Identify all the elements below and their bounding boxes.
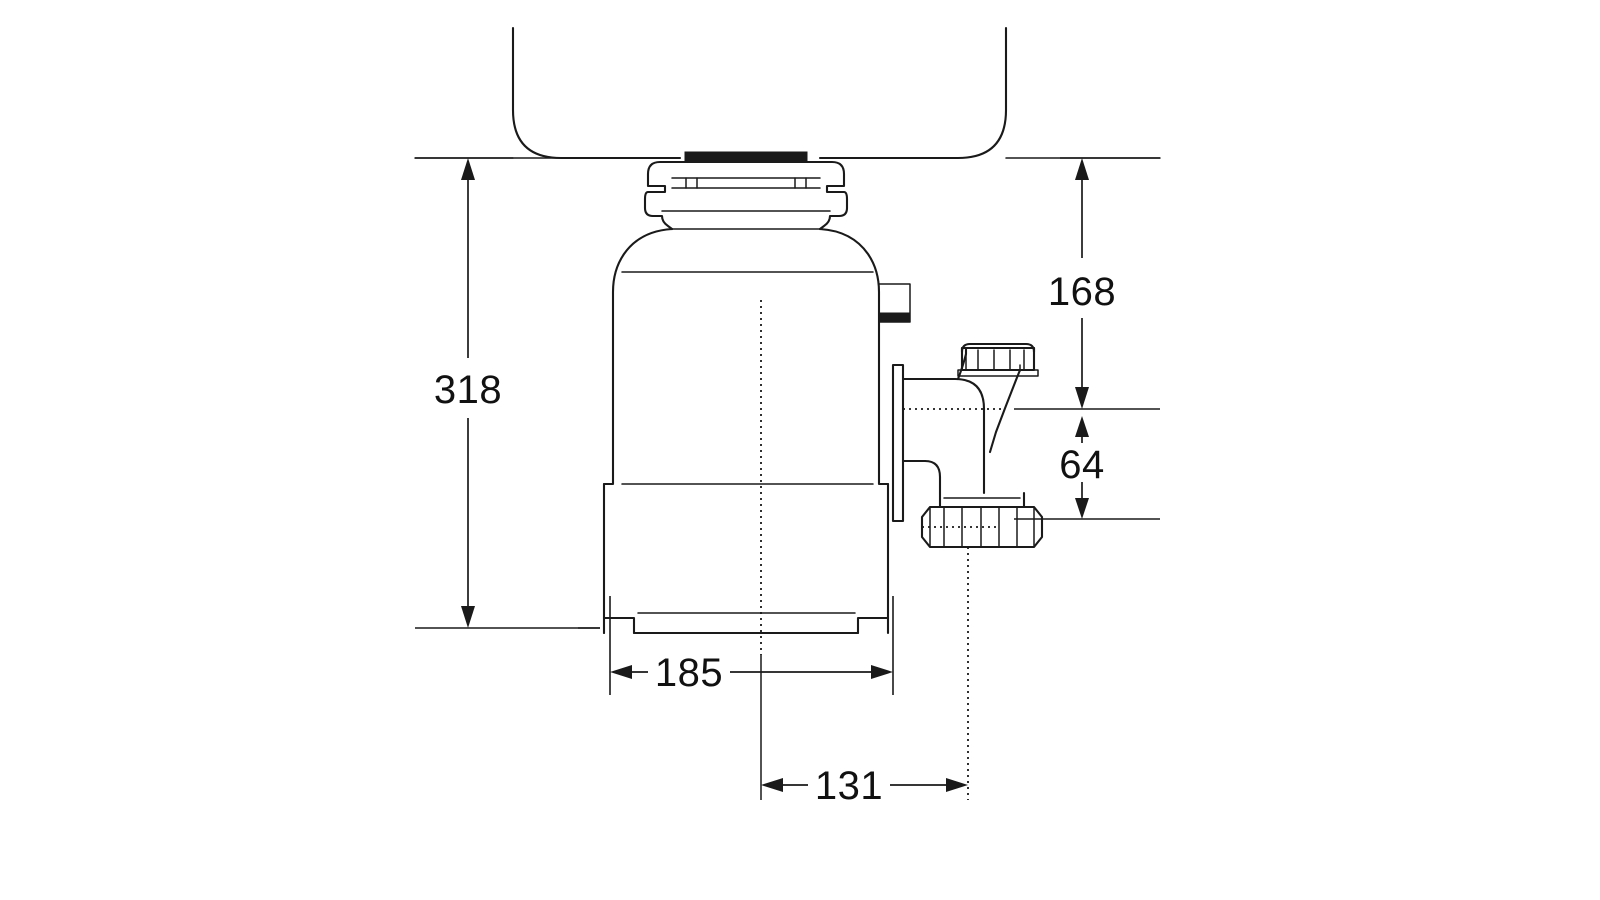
dimension-64-label: 64 [1059, 443, 1105, 487]
dimension-168-label: 168 [1048, 270, 1116, 314]
sink-basin [511, 26, 1008, 160]
dimension-131-label: 131 [815, 764, 883, 808]
mounting-collar [643, 160, 849, 231]
sink-gasket [684, 151, 808, 162]
discharge-flange [891, 363, 905, 523]
grinding-chamber [611, 227, 881, 471]
dimension-318-label: 318 [434, 368, 502, 412]
lower-nut [920, 491, 1044, 549]
dimension-168: 168 [1014, 157, 1160, 410]
dimension-185-label: 185 [655, 651, 723, 695]
dishwasher-inlet [878, 283, 911, 323]
dimension-318: 318 [415, 157, 600, 629]
dimension-64: 64 [1014, 416, 1160, 520]
motor-housing [602, 467, 890, 635]
dimension-185: 185 [609, 596, 894, 695]
upper-cap [957, 342, 1039, 377]
dimension-131: 131 [761, 764, 968, 808]
